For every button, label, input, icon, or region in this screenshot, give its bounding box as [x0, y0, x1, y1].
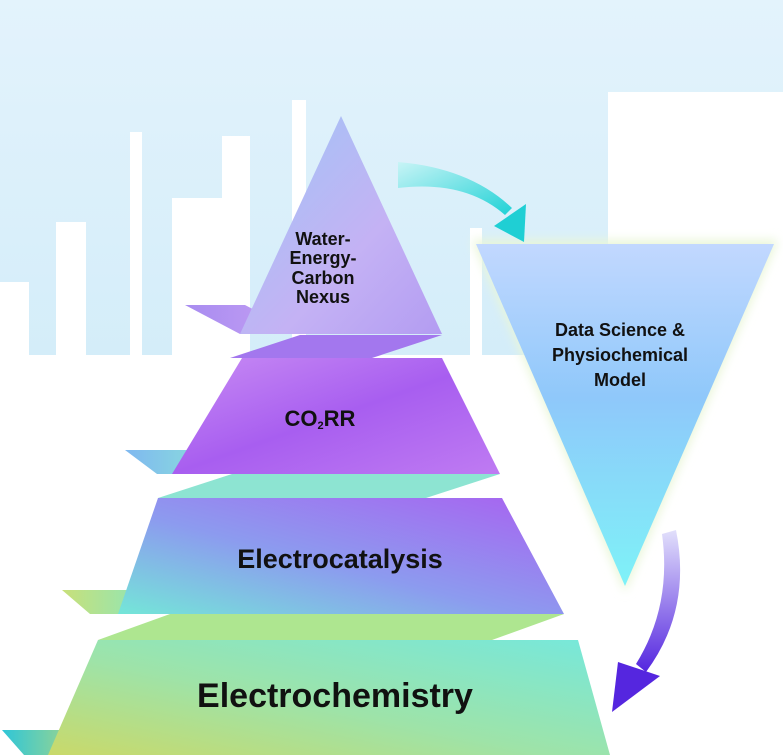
funnel-line-2: Physiochemical [551, 344, 689, 365]
pyramid-tier-2 [172, 358, 500, 474]
funnel-line-3: Model [594, 369, 646, 390]
pyramid-tier-1-label: Water- Energy- Carbon Nexus [268, 229, 378, 308]
tier1-line-4: Nexus [295, 287, 351, 308]
tier1-line-1: Water- [295, 229, 351, 249]
tier1-line-2: Energy- [289, 248, 357, 269]
arrow-funnel-to-base [612, 530, 681, 712]
tier2-main: CO [284, 406, 318, 431]
tier2-suffix: RR [323, 406, 356, 431]
tier2-subscript: 2 [317, 420, 324, 432]
funnel-label: Data Science & Physiochemical Model [520, 318, 720, 392]
data-science-funnel [476, 244, 774, 586]
arrow-apex-to-funnel [398, 162, 526, 242]
pyramid-tier-4 [48, 640, 610, 755]
pyramid-tier-3 [118, 498, 564, 614]
pyramid-tier-4-label: Electrochemistry [197, 677, 473, 715]
shelf-2b [158, 474, 500, 498]
funnel-line-1: Data Science & [554, 320, 686, 340]
pyramid-tier-3-label: Electrocatalysis [237, 544, 443, 574]
tier1-line-3: Carbon [291, 267, 355, 288]
shelf-3b [98, 614, 564, 640]
pyramid-tier-2-label: CO2RR [220, 407, 420, 433]
pyramid-tier-1 [240, 116, 442, 334]
shelf-1b [230, 335, 442, 358]
